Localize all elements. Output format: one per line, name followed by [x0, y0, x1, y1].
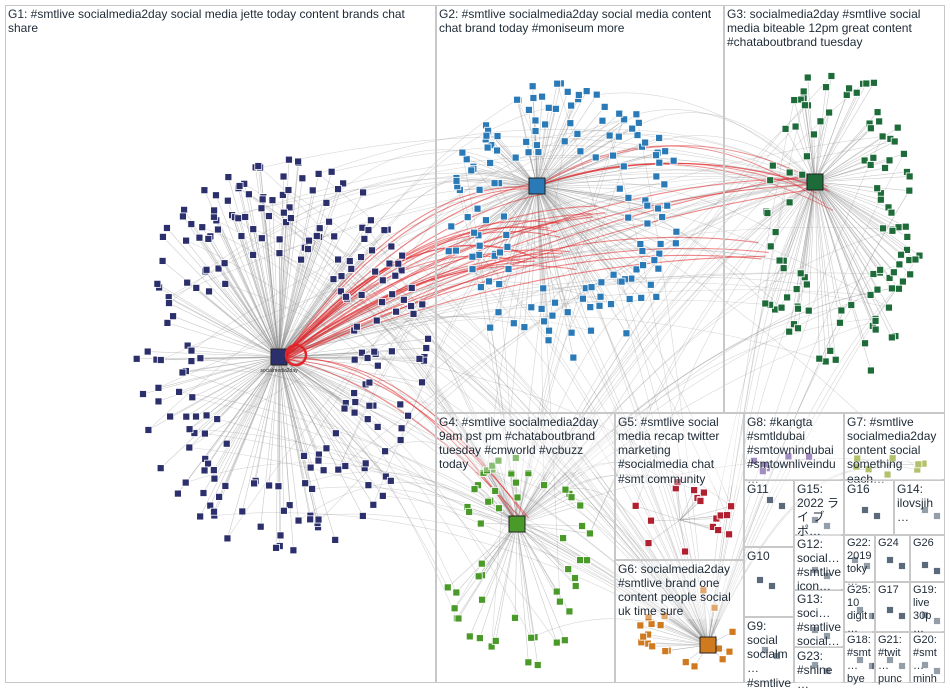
group-box-g9: G9: social socialm… #smtlive… — [744, 617, 794, 683]
group-label-g24: G24 — [878, 537, 907, 550]
group-label-g9: G9: social socialm… #smtlive… — [747, 619, 791, 688]
group-label-g12: G12: social… #smtlive icon… — [797, 537, 841, 594]
group-box-g12: G12: social… #smtlive icon… — [794, 535, 844, 590]
group-box-g4: G4: #smtlive socialmedia2day 9am pst pm … — [436, 413, 615, 683]
group-box-g25: G25: 10 digit… — [844, 582, 875, 632]
group-box-g17: G17 — [875, 582, 910, 632]
group-box-g7: G7: #smtlive socialmedia2day content soc… — [844, 413, 945, 480]
group-box-g22: G22: 2019 toky… — [844, 535, 875, 582]
group-box-g14: G14: ilovsjih… — [894, 480, 945, 535]
group-box-g13: G13: soci… #smtlive social… — [794, 590, 844, 647]
group-box-g11: G11 — [744, 480, 794, 547]
group-label-g11: G11 — [747, 482, 791, 496]
group-box-g1: G1: #smtlive socialmedia2day social medi… — [5, 5, 436, 683]
group-box-g16: G16 — [844, 480, 894, 535]
group-box-g23: G23: #shine… — [794, 647, 844, 683]
group-box-g8: G8: #kangta #smtldubai #smtownindubai #s… — [744, 413, 844, 480]
group-label-g5: G5: #smtlive social media recap twitter … — [618, 415, 741, 486]
group-label-g6: G6: socialmedia2day #smtlive brand one c… — [618, 562, 741, 619]
group-label-g10: G10 — [747, 549, 791, 563]
group-box-g15: G15: 2022 ライ ブポ… — [794, 480, 844, 535]
group-label-g1: G1: #smtlive socialmedia2day social medi… — [8, 7, 433, 35]
group-box-g2: G2: #smtlive socialmedia2day social medi… — [436, 5, 724, 413]
group-label-g18: G18: #smt… bye… — [847, 634, 872, 688]
group-box-g18: G18: #smt… bye… — [844, 632, 875, 683]
group-label-g3: G3: socialmedia2day #smtlive social medi… — [727, 7, 942, 49]
group-label-g14: G14: ilovsjih… — [897, 482, 942, 524]
group-label-g21: G21: #twit… punc… — [878, 634, 907, 688]
group-label-g25: G25: 10 digit… — [847, 584, 872, 636]
group-label-g20: G20: #smt… minh… — [913, 634, 942, 688]
group-box-g20: G20: #smt… minh… — [910, 632, 945, 683]
group-label-g15: G15: 2022 ライ ブポ… — [797, 482, 841, 539]
group-box-g21: G21: #twit… punc… — [875, 632, 910, 683]
group-label-g2: G2: #smtlive socialmedia2day social medi… — [439, 7, 721, 35]
group-label-g7: G7: #smtlive socialmedia2day content soc… — [847, 415, 942, 486]
group-label-g8: G8: #kangta #smtldubai #smtownindubai #s… — [747, 415, 841, 486]
group-label-g17: G17 — [878, 584, 907, 597]
group-label-g19: G19: live 30p… — [913, 584, 942, 636]
group-box-g3: G3: socialmedia2day #smtlive social medi… — [724, 5, 945, 413]
group-label-g26: G26 — [913, 537, 942, 550]
group-box-g10: G10 — [744, 547, 794, 617]
group-label-g4: G4: #smtlive socialmedia2day 9am pst pm … — [439, 415, 612, 472]
group-box-g26: G26 — [910, 535, 945, 582]
group-label-g13: G13: soci… #smtlive social… — [797, 592, 841, 649]
group-box-g5: G5: #smtlive social media recap twitter … — [615, 413, 744, 560]
group-box-g6: G6: socialmedia2day #smtlive brand one c… — [615, 560, 744, 683]
group-label-g23: G23: #shine… — [797, 649, 841, 688]
group-box-g24: G24 — [875, 535, 910, 582]
group-label-g16: G16 — [847, 482, 891, 496]
group-box-g19: G19: live 30p… — [910, 582, 945, 632]
